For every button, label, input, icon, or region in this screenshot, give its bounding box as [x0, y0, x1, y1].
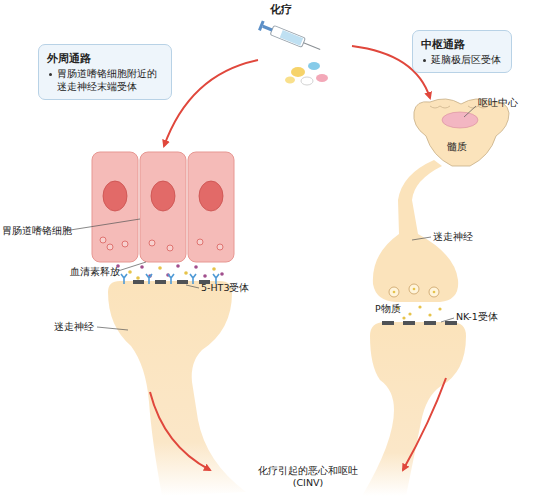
pill-icons-part: [316, 74, 328, 82]
part-label: 髓质: [447, 141, 467, 153]
part-label: P物质: [375, 303, 401, 315]
enterochromaffin-cells-part: [199, 181, 223, 211]
leader-lines-part: [441, 318, 454, 322]
pill-icons: [285, 62, 328, 85]
substance-p-dots-part: [438, 307, 441, 310]
bullet-row: 胃肠道嗜铬细胞附近的迷走神经末端受体: [47, 67, 163, 93]
pill-icons-part: [291, 67, 305, 77]
substance-p-dots-part: [418, 305, 421, 308]
serotonin-dots-part: [184, 271, 188, 275]
postsynaptic-neuron-part: [382, 321, 394, 325]
serotonin-dots-part: [158, 266, 162, 270]
enterochromaffin-cells-part: [149, 240, 155, 246]
part-label: 血清素释放: [70, 266, 120, 278]
part-label: 迷走神经: [433, 231, 473, 243]
part-label: 呕吐中心: [478, 97, 518, 109]
pathway-text: 延脑极后区受体: [431, 53, 501, 66]
enterochromaffin-cells-part: [107, 244, 113, 250]
enterochromaffin-cells-part: [167, 245, 173, 251]
pill-icons-part: [308, 62, 320, 70]
central-vagal-nerve-part: [389, 287, 399, 297]
substance-p-dots-part: [408, 312, 411, 315]
serotonin-dots-part: [128, 270, 132, 274]
enterochromaffin-cells-part: [103, 181, 127, 211]
enterochromaffin-cells-part: [151, 181, 175, 211]
postsynaptic-neuron-part: [445, 321, 457, 325]
pill-icons-part: [285, 77, 295, 84]
medulla-section: [414, 99, 509, 166]
diagram-title: 化疗: [270, 3, 292, 17]
leader-lines-part: [186, 285, 199, 288]
serotonin-dots-part: [176, 264, 180, 268]
pathway-arrow: [164, 60, 258, 146]
enterochromaffin-cells-part: [188, 152, 234, 262]
outcome-label: 化疗引起的恶心和呕吐 (CINV): [252, 465, 364, 489]
vagal-terminal-part: [150, 392, 210, 470]
postsynaptic-neuron: [362, 321, 466, 496]
vagal-terminal-part: [133, 280, 144, 284]
enterochromaffin-cells-part: [100, 237, 106, 243]
leader-lines-part: [412, 237, 431, 240]
enterochromaffin-cells-part: [140, 152, 186, 262]
enterochromaffin-cells: [92, 152, 234, 262]
central-vagal-nerve-part: [393, 291, 396, 294]
part-label: 5-HT3受体: [201, 282, 249, 294]
medulla-section-part: [442, 112, 478, 128]
bullet-dot: [423, 59, 426, 62]
postsynaptic-neuron-part: [362, 322, 466, 496]
pill-icons-part: [301, 77, 313, 85]
part-label: 胃肠道嗜铬细胞: [2, 225, 72, 237]
bullet-dot: [49, 73, 52, 76]
postsynaptic-neuron-part: [403, 321, 415, 325]
vagal-terminal-part: [108, 281, 246, 496]
substance-p-dots: [396, 305, 441, 319]
leader-lines-part: [97, 327, 128, 330]
serotonin-dots-part: [220, 272, 224, 276]
medulla-section-part: [414, 99, 509, 166]
serotonin-dots-part: [212, 267, 216, 271]
part-label: NK-1受体: [456, 311, 498, 323]
postsynaptic-neuron-part: [403, 378, 446, 470]
central-vagal-nerve-part: [433, 291, 436, 294]
serotonin-dots-part: [136, 276, 140, 280]
vagal-terminal: [108, 274, 246, 496]
syringe-icon: [258, 20, 322, 54]
enterochromaffin-cells-part: [217, 244, 223, 250]
syringe-icon-part-part: [258, 20, 265, 30]
central-vagal-nerve-part: [409, 284, 419, 294]
serotonin-dots-part: [194, 265, 198, 269]
pathway-text: 胃肠道嗜铬细胞附近的迷走神经末端受体: [57, 67, 163, 93]
substance-p-dots-part: [402, 316, 405, 319]
syringe-icon-part-part: [280, 30, 303, 46]
serotonin-dots-part: [140, 265, 144, 269]
syringe-icon-part-part: [262, 25, 272, 32]
bullet-row: 延脑极后区受体: [421, 53, 503, 66]
pathway-heading: 外周通路: [47, 51, 163, 65]
pathway-box: 中枢通路延脑极后区受体: [412, 30, 512, 73]
vagal-terminal-part: [177, 280, 188, 284]
central-vagal-nerve-part: [429, 287, 439, 297]
leader-lines-part: [464, 106, 476, 117]
pathway-heading: 中枢通路: [421, 37, 503, 51]
substance-p-dots-part: [428, 313, 431, 316]
part-label: 迷走神经: [54, 321, 94, 333]
syringe-icon-part: [258, 20, 322, 54]
vagal-terminal-part: [155, 280, 166, 284]
enterochromaffin-cells-part: [122, 241, 128, 247]
syringe-icon-part-part: [270, 25, 305, 47]
leader-lines-part: [118, 262, 146, 271]
leader-lines-part: [64, 219, 140, 231]
enterochromaffin-cells-part: [92, 152, 138, 262]
pathway-box: 外周通路胃肠道嗜铬细胞附近的迷走神经末端受体: [38, 44, 172, 100]
syringe-icon-part-part: [304, 43, 321, 50]
central-vagal-nerve-part: [413, 288, 416, 291]
leader-lines: [64, 106, 476, 330]
postsynaptic-neuron-part: [424, 321, 436, 325]
enterochromaffin-cells-part: [197, 239, 203, 245]
serotonin-dots-part: [203, 274, 207, 278]
